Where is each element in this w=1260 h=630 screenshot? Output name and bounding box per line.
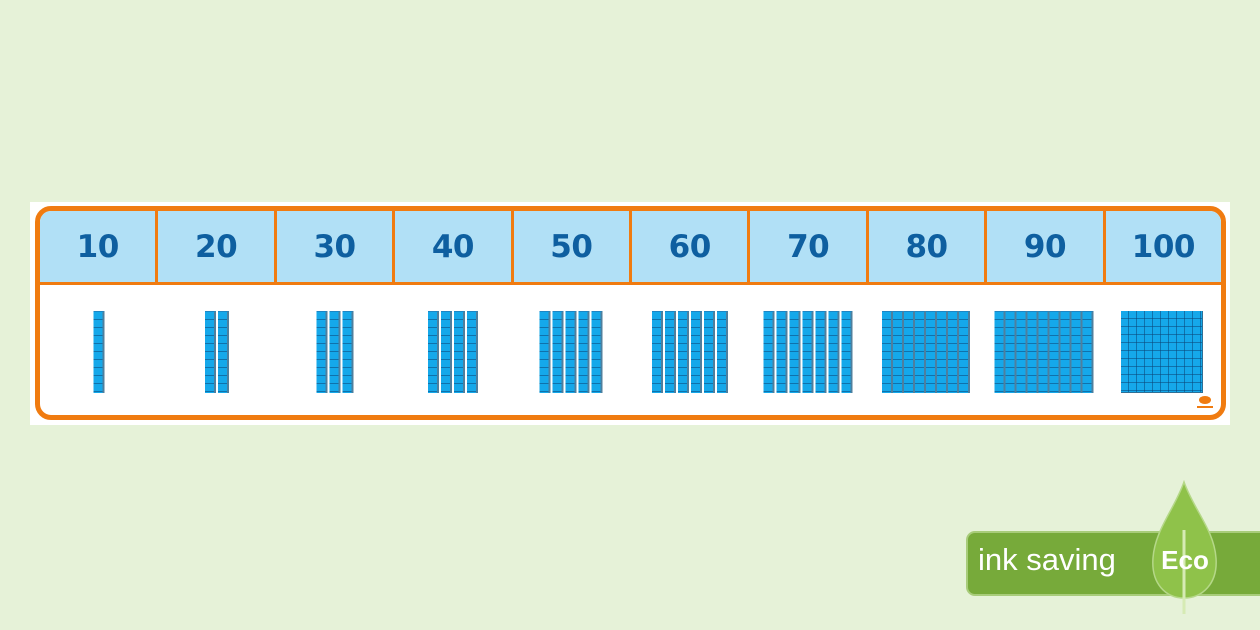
ten-rod-icon xyxy=(218,311,230,393)
ten-rod-icon xyxy=(815,311,827,393)
base-ten-blocks-40 xyxy=(428,311,479,393)
ten-rod-icon xyxy=(841,311,853,393)
blocks-cell-20 xyxy=(158,285,276,415)
blocks-cell-30 xyxy=(276,285,394,415)
header-row: 10 20 30 40 50 60 70 80 90 100 xyxy=(40,211,1221,285)
header-cell-30: 30 xyxy=(277,211,396,282)
base-ten-blocks-100 xyxy=(1120,311,1203,393)
header-cell-70: 70 xyxy=(750,211,869,282)
ten-rod-icon xyxy=(565,311,577,393)
blocks-cell-60 xyxy=(630,285,748,415)
header-cell-100: 100 xyxy=(1131,228,1196,265)
base-ten-blocks-30 xyxy=(316,311,354,393)
blocks-cell-100 xyxy=(1103,285,1221,415)
eco-banner-text: ink saving xyxy=(978,542,1116,577)
ten-rod-icon xyxy=(903,311,915,393)
header-cell-10: 10 xyxy=(40,211,159,282)
base-ten-blocks-50 xyxy=(539,311,603,393)
ten-rod-icon xyxy=(651,311,663,393)
ten-rod-icon xyxy=(1049,311,1061,393)
ten-rod-icon xyxy=(467,311,479,393)
eco-label: Eco xyxy=(1161,545,1209,575)
ten-rod-icon xyxy=(342,311,354,393)
ten-rod-icon xyxy=(1005,311,1017,393)
ten-rod-icon xyxy=(716,311,728,393)
ten-rod-icon xyxy=(789,311,801,393)
header-cell-40: 40 xyxy=(395,211,514,282)
ten-rod-icon xyxy=(428,311,440,393)
header-cell-90: 90 xyxy=(987,211,1106,282)
ten-rod-icon xyxy=(1060,311,1072,393)
ten-rod-icon xyxy=(892,311,904,393)
base-ten-blocks-20 xyxy=(205,311,230,393)
ten-rod-icon xyxy=(552,311,564,393)
ten-rod-icon xyxy=(881,311,893,393)
blocks-cell-70 xyxy=(749,285,867,415)
ten-rod-icon xyxy=(441,311,453,393)
ten-rod-icon xyxy=(539,311,551,393)
ten-rod-icon xyxy=(316,311,328,393)
base-ten-blocks-80 xyxy=(881,311,970,393)
base-ten-blocks-60 xyxy=(651,311,728,393)
ten-rod-icon xyxy=(914,311,926,393)
base-ten-blocks-row xyxy=(40,285,1221,415)
counting-in-tens-strip: 10 20 30 40 50 60 70 80 90 100 xyxy=(35,206,1226,420)
ten-rod-icon xyxy=(776,311,788,393)
ten-rod-icon xyxy=(205,311,217,393)
ten-rod-icon xyxy=(947,311,959,393)
ten-rod-icon xyxy=(1071,311,1083,393)
header-cell-80: 80 xyxy=(869,211,988,282)
header-cell-60: 60 xyxy=(632,211,751,282)
leaf-icon xyxy=(1152,480,1217,614)
ten-rod-icon xyxy=(690,311,702,393)
ten-rod-icon xyxy=(664,311,676,393)
ten-rod-icon xyxy=(936,311,948,393)
hundred-flat-icon xyxy=(1120,311,1203,393)
ten-rod-icon xyxy=(329,311,341,393)
blocks-cell-50 xyxy=(512,285,630,415)
ten-rod-icon xyxy=(802,311,814,393)
ten-rod-icon xyxy=(828,311,840,393)
blocks-cell-10 xyxy=(40,285,158,415)
ten-rod-icon xyxy=(578,311,590,393)
ten-rod-icon xyxy=(1016,311,1028,393)
blocks-cell-40 xyxy=(394,285,512,415)
blocks-cell-90 xyxy=(985,285,1103,415)
ten-rod-icon xyxy=(93,311,105,393)
ten-rod-icon xyxy=(958,311,970,393)
ten-rod-icon xyxy=(591,311,603,393)
base-ten-blocks-90 xyxy=(994,311,1094,393)
ten-rod-icon xyxy=(454,311,466,393)
ten-rod-icon xyxy=(1038,311,1050,393)
ten-rod-icon xyxy=(925,311,937,393)
ten-rod-icon xyxy=(677,311,689,393)
base-ten-blocks-70 xyxy=(763,311,853,393)
header-cell-50: 50 xyxy=(514,211,633,282)
base-ten-blocks-10 xyxy=(93,311,105,393)
ten-rod-icon xyxy=(763,311,775,393)
ten-rod-icon xyxy=(703,311,715,393)
twinkl-logo-icon xyxy=(1197,396,1213,408)
ten-rod-icon xyxy=(994,311,1006,393)
blocks-cell-80 xyxy=(867,285,985,415)
ten-rod-icon xyxy=(1082,311,1094,393)
header-cell-20: 20 xyxy=(158,211,277,282)
ten-rod-icon xyxy=(1027,311,1039,393)
